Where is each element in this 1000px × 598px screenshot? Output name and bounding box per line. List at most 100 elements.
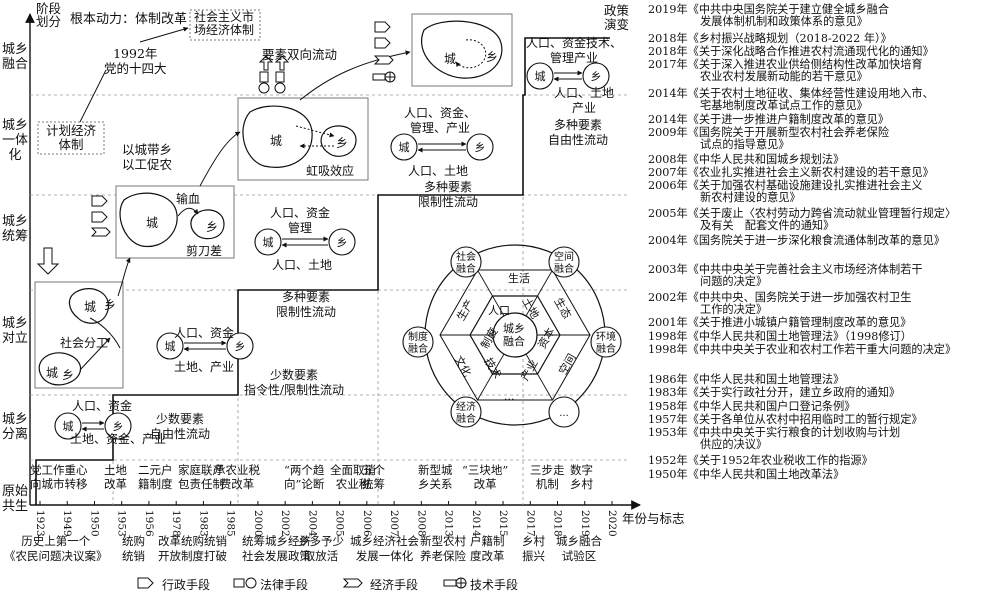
policy-year: 2004年 [648, 234, 688, 247]
policy-title: 《关于深化战略合作推进农村流通现代化的通知》 [687, 45, 934, 58]
blob-city-label-3: 城 [270, 134, 283, 148]
policy-year: 1958年 [648, 400, 688, 413]
policy-item: 2017年《关于深入推进农业供给侧结构性改革加快培育农业农村发展新动能的若干意见… [648, 59, 923, 83]
x-year-2014: 2014 [469, 510, 482, 537]
arrow-primitive-to-scissors [117, 257, 131, 297]
policy-title: 宅基地制度改革试点工作的意见》 [700, 99, 868, 112]
fusion-node-label: 融合 [596, 342, 616, 355]
x-year-1985: 1985 [224, 510, 237, 537]
policy-title: 《关于实行政社分开，建立乡政府的通知》 [687, 386, 901, 399]
blob-city-label-fusion: 城 [444, 52, 457, 66]
x-year-2008: 2008 [415, 510, 428, 537]
s3-top: 人口、资金 管理 [270, 206, 331, 235]
city-circle [156, 332, 184, 360]
policy-evolution-label: 政策 演变 [604, 3, 630, 32]
fusion-node-label: 社会 [456, 250, 476, 263]
policy-title: 《中华人民共和国土地管理法》（1998修订） [687, 330, 912, 343]
arrow-scissors-to-siphon [199, 131, 241, 187]
x-year-2006: 2006 [360, 510, 373, 537]
primitive-arrow [79, 337, 111, 371]
village-circle [582, 62, 610, 90]
fusion-center-label: 城乡 融合 [503, 322, 525, 348]
fusion-node-label: 制度 [408, 330, 428, 343]
fusion-node-label: 融合 [456, 412, 476, 425]
city-circle [390, 133, 418, 161]
event-bottom-1: 历史上第一个 《农民问题决议案》 [4, 534, 108, 563]
planned-economy-label: 计划经济 体制 [46, 123, 97, 152]
x-year-2004: 2004 [306, 510, 319, 537]
x-year-2018: 2018 [551, 510, 564, 537]
blob-village-label-1: 乡 [104, 298, 117, 312]
event-top-9: 新型城 乡关系 [418, 463, 453, 491]
policy-item: 1957年《关于各单位从农村中招用临时工的暂行规定》 [648, 414, 923, 426]
fusion-tool-icons [372, 21, 396, 83]
policy-year: 2014年 [648, 113, 688, 126]
policy-title: 《关于进一步推进户籍制度改革的意见》 [687, 113, 890, 126]
blob-fusion [421, 20, 503, 79]
policy-title: 《关于1952年农业税收工作的指源》 [687, 454, 873, 467]
city-lead-label: 以城带乡 以工促农 [122, 142, 173, 172]
city-circle [526, 62, 554, 90]
siphon-label: 虹吸效应 [306, 164, 355, 178]
policy-item: 2008年《中华人民共和国城乡规划法》 [648, 154, 844, 166]
policy-item: 2018年《乡村振兴战略规划（2018-2022 年）》 [648, 33, 892, 45]
x-year-1950: 1950 [88, 510, 101, 537]
policy-title: 《关于各单位从农村中招用临时工的暂行规定》 [687, 413, 923, 426]
year-1992-label: 1992年 党的十四大 [104, 46, 167, 76]
x-year-1953: 1953 [115, 510, 128, 537]
event-top-1: 党工作重心 向城市转移 [30, 463, 88, 491]
policy-item: 2014年《关于农村土地征收、集体经营性建设用地入市、宅基地制度改革试点工作的意… [648, 88, 934, 112]
legend-admin-icon [137, 577, 154, 589]
city-circle [54, 412, 82, 440]
city-label: 城 [263, 236, 274, 249]
policy-item: 1952年《关于1952年农业税收工作的指源》 [648, 455, 873, 467]
village-circle [226, 332, 254, 360]
event-top-11: 三步走 机制 [530, 463, 565, 491]
x-year-2015: 2015 [497, 510, 510, 537]
x-year-1956: 1956 [142, 510, 155, 537]
arrow-siphon-to-fusion [299, 50, 411, 101]
siphon-tool-icons [258, 55, 290, 94]
x-ticks [39, 501, 613, 505]
village-circle [466, 133, 494, 161]
1992-to-market [139, 26, 189, 43]
policy-year: 1957年 [648, 413, 688, 426]
policy-year: 1983年 [648, 386, 688, 399]
planned-economy-box [37, 121, 105, 155]
event-bottom-10: 城乡融合 试验区 [556, 534, 602, 563]
s1-top: 人口、资金 [72, 399, 133, 413]
blood-arrow [177, 207, 199, 217]
blob-city-label-1: 城 [84, 300, 97, 314]
legend-law-icon [233, 577, 257, 589]
policy-item: 1998年《中共中央关于农业和农村工作若干重大问题的决定》 [648, 344, 956, 356]
y-axis-title: 阶段 划分 [36, 1, 62, 29]
division-curve [89, 317, 121, 349]
x-axis-title: 年份与标志 [622, 511, 685, 526]
socialist-market-box [189, 9, 261, 41]
division-label: 社会分工 [60, 336, 109, 350]
pair-4: 城乡 [390, 133, 494, 161]
policy-title: 《中华人民共和国户口登记条例》 [687, 400, 856, 413]
policy-year: 2001年 [648, 316, 688, 329]
village-label: 乡 [475, 141, 486, 154]
policy-item: 2014年《关于进一步推进户籍制度改革的意见》 [648, 114, 889, 126]
policy-title: 《国务院关于开展新型农村社会养老保险 [687, 126, 890, 139]
blob-village-1 [68, 288, 110, 324]
policy-year: 2017年 [648, 58, 688, 71]
legend-icons [137, 577, 467, 589]
policy-title: 《中共中央、国务院关于进一步加强农村卫生 [687, 291, 912, 304]
event-top-5: 承农业税 费改革 [214, 463, 260, 491]
village-label: 乡 [591, 70, 602, 83]
policy-title: 《国务院关于进一步深化粮食流通体制改革的意见》 [687, 234, 945, 247]
pair-2: 城乡 [156, 332, 254, 360]
policy-year: 2019年 [648, 3, 688, 16]
city-label: 城 [399, 141, 410, 154]
policy-title: 《中华人民共和国城乡规划法》 [687, 153, 845, 166]
socialist-market-label: 社会主义市 场经济体制 [194, 10, 255, 37]
legend-tech-label: 技术手段 [470, 578, 519, 592]
policy-year: 2008年 [648, 153, 688, 166]
event-top-2: 土地 改革 [104, 463, 127, 491]
policy-year: 2007年 [648, 166, 688, 179]
